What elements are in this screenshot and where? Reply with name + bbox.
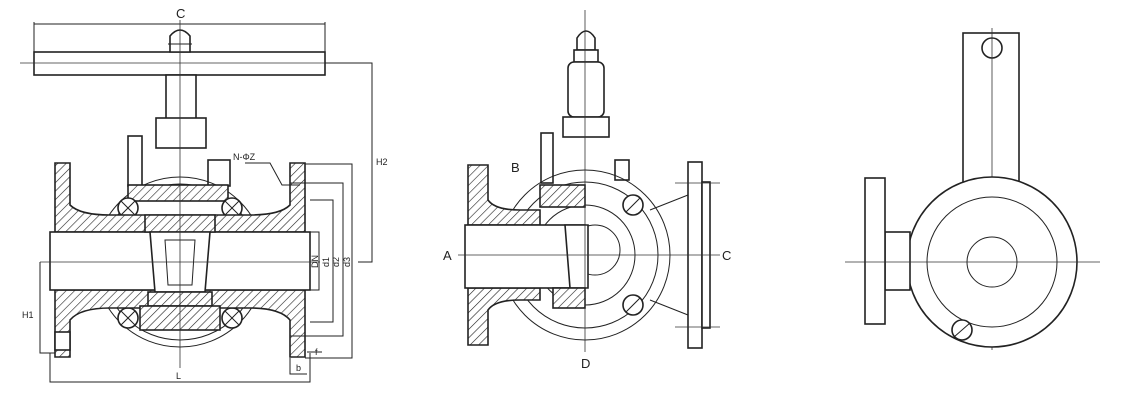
label-dn: DN [310, 255, 320, 268]
bore [464, 224, 586, 289]
label-b: b [296, 363, 301, 373]
end-flange [864, 177, 886, 325]
front-section-view: C [20, 6, 388, 383]
bonnet-flange [127, 184, 229, 202]
label-d3: d3 [342, 257, 352, 267]
label-l: L [176, 371, 181, 381]
label-d1: d1 [321, 257, 331, 267]
body-lower [54, 289, 306, 358]
side-half-section-view: A B C D [443, 10, 731, 371]
end-view [845, 28, 1100, 350]
label-d2: d2 [331, 257, 341, 267]
label-h1: H1 [22, 310, 34, 320]
label-d: D [581, 356, 590, 371]
label-b-side: B [511, 160, 520, 175]
dimension-lines [39, 62, 373, 383]
yoke [155, 117, 207, 149]
handwheel-bar [33, 51, 326, 76]
stem [165, 74, 197, 121]
label-a: A [443, 248, 452, 263]
label-n-phi-z: N-ΦZ [233, 152, 256, 162]
label-f: f [315, 347, 318, 357]
label-c: C [176, 6, 185, 21]
label-h2: H2 [376, 157, 388, 167]
stem-housing [567, 61, 605, 118]
handle-lever [962, 32, 1020, 194]
label-c-side: C [722, 248, 731, 263]
